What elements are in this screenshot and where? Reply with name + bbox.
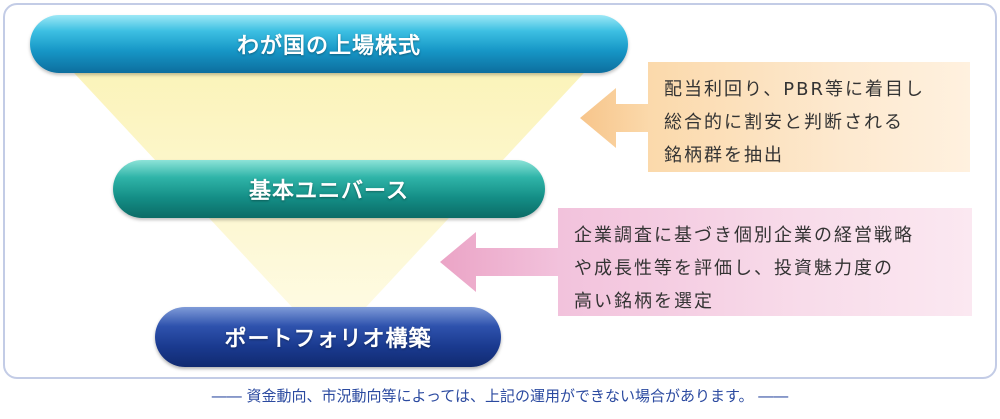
research-note-line: 高い銘柄を選定 bbox=[574, 291, 714, 312]
disclaimer-caption: ―― 資金動向、市況動向等によっては、上記の運用ができない場合があります。 ―― bbox=[0, 385, 1000, 406]
caption-dash-right: ―― bbox=[758, 387, 789, 405]
stage-listed-stocks: わが国の上場株式 bbox=[30, 15, 628, 73]
research-note: 企業調査に基づき個別企業の経営戦略 や成長性等を評価し、投資魅力度の 高い銘柄を… bbox=[558, 208, 972, 316]
stage-basic-universe: 基本ユニバース bbox=[113, 160, 545, 218]
research-note-line: 企業調査に基づき個別企業の経営戦略 bbox=[574, 225, 914, 246]
screening-note-line: 総合的に割安と判断される bbox=[664, 112, 904, 133]
stage-portfolio-construction: ポートフォリオ構築 bbox=[155, 307, 501, 367]
screening-note: 配当利回り、PBR等に着目し 総合的に割安と判断される 銘柄群を抽出 bbox=[648, 62, 970, 172]
research-note-line: や成長性等を評価し、投資魅力度の bbox=[574, 258, 894, 279]
screening-note-line: 配当利回り、PBR等に着目し bbox=[664, 79, 925, 100]
arrow-left-screening bbox=[580, 88, 650, 148]
arrow-left-research bbox=[440, 232, 560, 292]
caption-dash-left: ―― bbox=[211, 387, 242, 405]
caption-text: 資金動向、市況動向等によっては、上記の運用ができない場合があります。 bbox=[246, 387, 754, 405]
screening-note-line: 銘柄群を抽出 bbox=[664, 145, 784, 166]
